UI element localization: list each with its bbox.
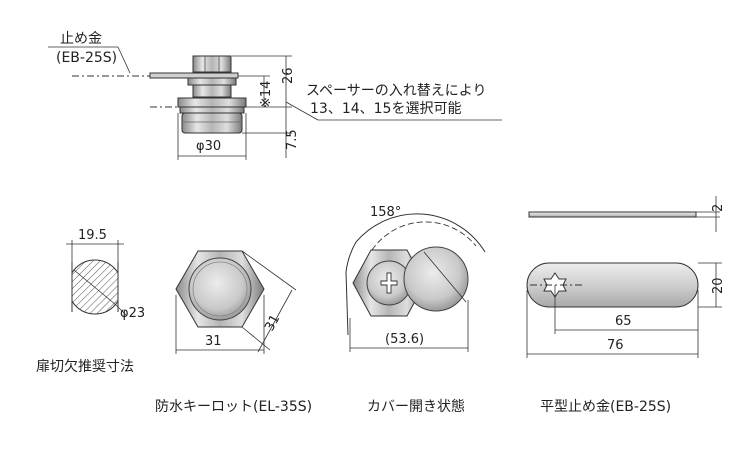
dim-diagonal: 31 [262,312,283,334]
flat-fastener-caption: 平型止め金(EB-25S) [540,399,671,415]
body-flange [177,97,247,108]
cutout-view: 19.5 φ23 扉切欠推奨寸法 [36,228,145,375]
fastener-code: (EB-25S) [56,50,117,66]
fastener-leader [117,46,131,74]
flat-fastener-view: 2 20 65 76 平型止め金(EB-25S) [526,196,726,415]
dim-height: 26 [281,67,296,84]
dim-cut-diameter-line [73,269,117,306]
fastener-edge [528,211,697,218]
dim-diagonal-line [257,289,293,353]
spacer-note-line2: 13、14、15を選択可能 [310,101,461,117]
hex-nut [192,55,232,73]
dim-open-length: (53.6) [385,332,424,347]
dim-thickness: 2 [711,204,726,212]
dim-bottom: 7.5 [285,129,300,150]
fastener-plate [149,72,239,79]
body-ring [179,106,245,114]
opened-cover [403,246,469,312]
cover-disc [188,257,252,321]
cover-open-caption: カバー開き状態 [367,399,465,415]
spacer [192,84,232,98]
dim-angle: 158° [370,205,401,220]
dim-cut-diameter: φ23 [120,306,145,321]
dim-diameter: φ30 [196,139,221,154]
dim-bar-height: 20 [711,277,726,294]
spacer-note-line1: スペーサーの入れ替えにより [306,83,486,99]
fastener-label: 止め金 [60,31,102,47]
cutout-caption: 扉切欠推奨寸法 [36,359,134,375]
dim-hole: 65 [615,314,632,329]
fastener-plan [526,262,699,308]
side-view: 止め金 (EB-25S) 26 ※14 7.5 [48,31,502,160]
cover-open-view: 158° (53.6) カバー開き状態 [345,205,486,415]
dim-spacer: ※14 [259,81,274,108]
dim-flat: 19.5 [78,228,107,243]
spacer-washer [187,77,237,86]
dim-bar-length: 76 [607,338,624,353]
dim-width: 31 [205,334,222,349]
key-lock-view: 31 31 防水キーロット(EL-35S) [155,250,312,415]
body-cylinder [181,112,243,134]
angle-arc [355,213,486,253]
key-lock-caption: 防水キーロット(EL-35S) [155,399,312,415]
keyhole [380,272,398,294]
